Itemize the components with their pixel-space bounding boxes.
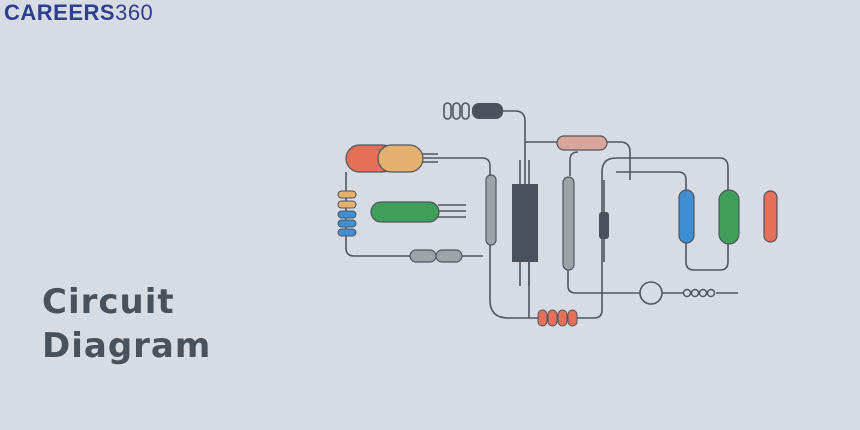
coil-ring xyxy=(443,102,452,120)
green-tall-capsule xyxy=(718,189,740,245)
lamp-icon xyxy=(639,281,663,305)
coil-loop xyxy=(706,288,716,298)
small-capsule xyxy=(337,200,357,209)
coil-loop xyxy=(682,288,692,298)
grey-fuse xyxy=(409,249,463,263)
wire xyxy=(685,242,729,271)
wire xyxy=(616,171,687,190)
orange-resistor xyxy=(537,309,578,327)
wire xyxy=(576,157,729,319)
resistor-band xyxy=(557,309,568,327)
page-title: Circuit Diagram xyxy=(42,280,211,368)
red-orange-capsule xyxy=(345,144,424,173)
wire xyxy=(567,270,640,294)
careers360-logo[interactable]: CAREERS360 xyxy=(4,0,153,26)
title-line-2: Diagram xyxy=(42,326,212,366)
coil-loop xyxy=(698,288,708,298)
wire xyxy=(503,110,526,185)
coil-loop xyxy=(690,288,700,298)
wires xyxy=(345,110,738,319)
blue-capsule xyxy=(678,189,695,244)
small-dark-resistor xyxy=(599,212,609,239)
coil-plug xyxy=(443,102,503,120)
fuse-part xyxy=(435,249,463,263)
coil-ring xyxy=(452,102,461,120)
transformer-core xyxy=(512,184,538,262)
wire xyxy=(525,141,631,180)
wire xyxy=(569,151,579,176)
wire xyxy=(345,172,410,257)
small-capsule xyxy=(337,210,357,219)
resistor-band xyxy=(537,309,548,327)
title-line-1: Circuit xyxy=(42,282,175,322)
plug-head xyxy=(472,103,503,119)
resistor-band xyxy=(547,309,558,327)
orange-capsule xyxy=(377,144,424,173)
stacked-capsules xyxy=(337,190,357,237)
red-tall-capsule xyxy=(763,190,778,243)
small-coil xyxy=(682,288,716,298)
pink-resistor xyxy=(556,135,608,151)
tall-grey-bar xyxy=(562,176,575,271)
small-capsule xyxy=(337,190,357,199)
fuse-part xyxy=(409,249,437,263)
resistor-band xyxy=(567,309,578,327)
green-capsule xyxy=(370,201,440,223)
wire xyxy=(422,153,438,163)
small-capsule xyxy=(337,219,357,228)
coil-ring xyxy=(461,102,470,120)
logo-number: 360 xyxy=(115,0,154,25)
logo-word: CAREERS xyxy=(4,0,116,25)
small-capsule xyxy=(337,228,357,237)
grey-bar xyxy=(485,174,497,246)
wire xyxy=(519,160,530,286)
wire xyxy=(438,204,466,218)
